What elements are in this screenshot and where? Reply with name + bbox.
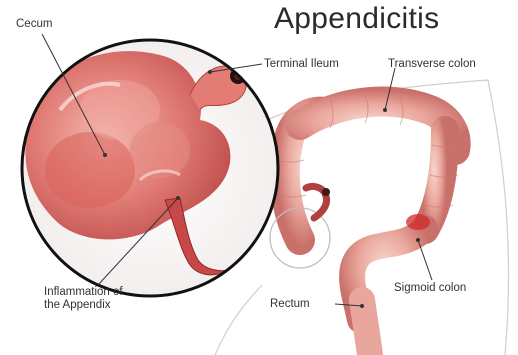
label-inflammation: Inflammation of the Appendix [44, 286, 164, 312]
label-terminal-ileum: Terminal Ileum [264, 58, 339, 71]
label-sigmoid-colon: Sigmoid colon [394, 282, 466, 295]
label-cecum: Cecum [16, 18, 52, 31]
label-rectum: Rectum [270, 298, 310, 311]
large-intestine [276, 95, 460, 355]
magnifier-lens [22, 40, 278, 296]
label-inflammation-line1: Inflammation of [44, 286, 164, 299]
label-transverse-colon: Transverse colon [388, 58, 476, 71]
label-inflammation-line2: the Appendix [44, 299, 164, 312]
page-title: Appendicitis [274, 2, 439, 36]
